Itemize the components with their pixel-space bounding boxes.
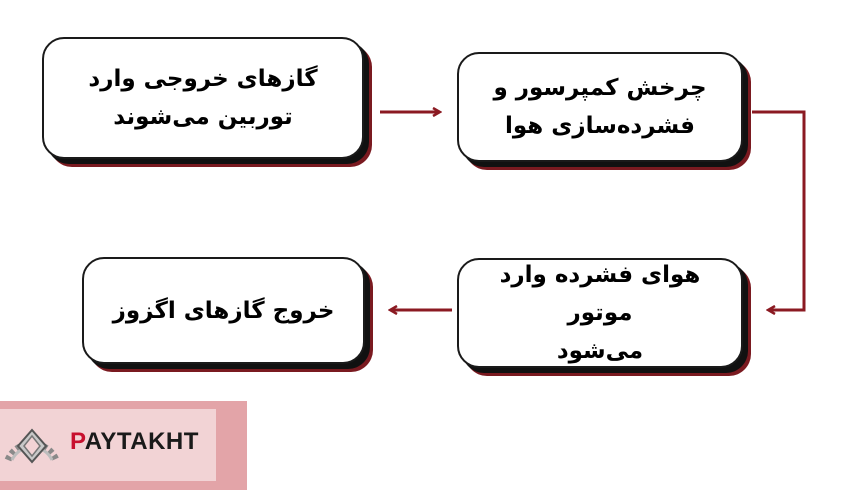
step-box-exhaust-to-turbine: گازهای خروجی وارد توربین می‌شوند <box>42 37 364 159</box>
brand-first-letter: P <box>70 428 85 455</box>
step-box-exhaust-out: خروج گازهای اگزوز <box>82 257 365 364</box>
step-text: چرخش کمپرسور و فشرده‌سازی هوا <box>493 75 707 139</box>
arrow-step2-to-step3 <box>752 110 806 310</box>
brand-wordmark: PAYTAKHT <box>70 428 199 456</box>
step-box-compressed-air-engine: هوای فشرده وارد موتور می‌شود <box>457 258 743 368</box>
step-box-compressor-spin: چرخش کمپرسور و فشرده‌سازی هوا <box>457 52 743 162</box>
step-text: هوای فشرده وارد موتور می‌شود <box>499 262 701 364</box>
brand-rest: AYTAKHT <box>84 428 199 455</box>
step-text: گازهای خروجی وارد توربین می‌شوند <box>88 66 318 130</box>
step-text: خروج گازهای اگزوز <box>112 297 335 324</box>
gear-rhombus-logo-icon <box>4 428 60 464</box>
